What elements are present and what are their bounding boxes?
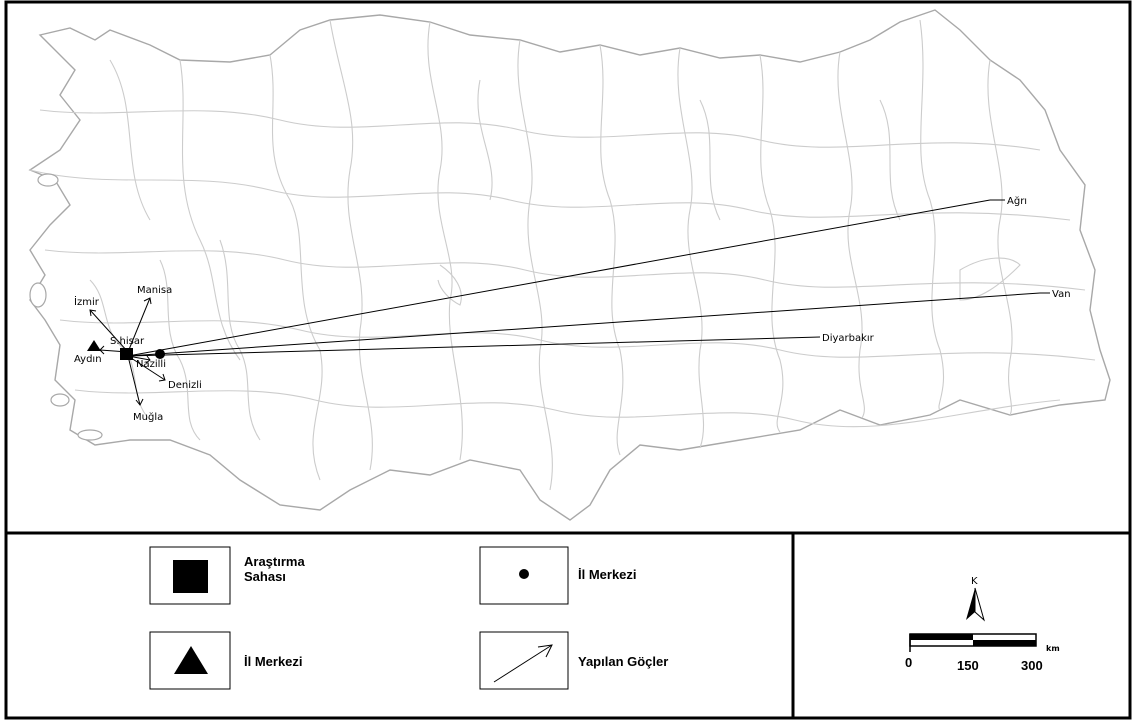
north-label: K [971, 576, 978, 587]
scale-tick-0: 0 [905, 655, 912, 670]
label-diyarbakir: Diyarbakır [822, 333, 875, 344]
legend-label-province-center-circle: İl Merkezi [578, 567, 637, 582]
migration-line-agri [127, 199, 991, 357]
label-mugla: Muğla [133, 411, 163, 423]
migration-line-van [127, 292, 1041, 357]
nazilli-center-dot [155, 349, 165, 359]
legend-box-arrow [479, 631, 569, 690]
north-arrow-icon [966, 587, 985, 622]
label-denizli: Denizli [168, 380, 202, 391]
label-shisar: S.hisar [110, 336, 145, 347]
label-aydin: Aydın [74, 354, 102, 365]
label-izmir: İzmir [74, 295, 100, 308]
legend-label-province-center-triangle: İl Merkezi [244, 654, 303, 669]
legend-arrow-head [537, 644, 553, 658]
legend: Araştırma Sahası İl Merkezi İl Merkezi Y… [149, 546, 668, 690]
legend-circle-icon [519, 569, 529, 579]
legend-label-research-area-1: Araştırma [244, 554, 305, 569]
migration-line-diyarbakir [127, 336, 821, 357]
aydin-province-triangle [87, 340, 101, 351]
label-manisa: Manisa [137, 285, 172, 296]
label-van: Van [1052, 289, 1071, 300]
legend-square-icon [173, 560, 208, 593]
scale-bar [909, 633, 1037, 652]
legend-triangle-icon [174, 646, 208, 674]
scale-tick-150: 150 [957, 658, 979, 673]
legend-arrow-icon [493, 644, 553, 683]
migration-lines [127, 199, 1050, 357]
scale-unit: km [1046, 644, 1060, 653]
legend-label-research-area-2: Sahası [244, 569, 286, 584]
country-outline [28, 9, 1111, 521]
legend-label-migrations: Yapılan Göçler [578, 654, 668, 669]
province-boundaries [29, 19, 1096, 491]
scale-tick-300: 300 [1021, 658, 1043, 673]
coastal-islands [29, 173, 103, 441]
label-nazilli: Nazilli [136, 359, 166, 370]
scale-and-north: K km 0 150 300 [905, 576, 1060, 673]
research-area-marker [120, 348, 133, 360]
label-agri: Ağrı [1007, 195, 1027, 207]
